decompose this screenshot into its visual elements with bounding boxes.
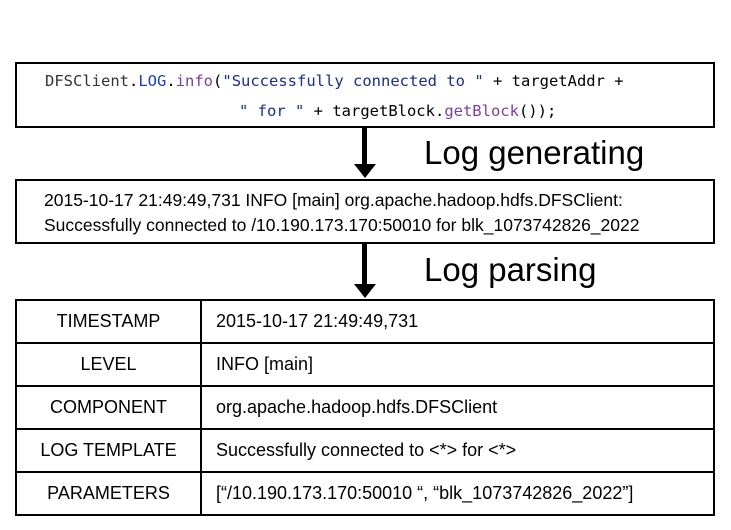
- code-mid: + targetBlock.: [304, 102, 445, 120]
- field-key: LOG TEMPLATE: [15, 428, 202, 473]
- code-line-2: " for " + targetBlock.getBlock());: [239, 102, 556, 120]
- table-row: TIMESTAMP 2015-10-17 21:49:49,731: [15, 299, 715, 344]
- field-key: COMPONENT: [15, 385, 202, 430]
- field-value: INFO [main]: [200, 342, 715, 387]
- code-dot: .: [129, 72, 139, 90]
- field-key: TIMESTAMP: [15, 299, 202, 344]
- table-row: LOG TEMPLATE Successfully connected to <…: [15, 428, 715, 473]
- field-key: PARAMETERS: [15, 471, 202, 516]
- log-line-2: Successfully connected to /10.190.173.17…: [44, 215, 640, 235]
- code-field: LOG: [138, 72, 167, 90]
- table-row: LEVEL INFO [main]: [15, 342, 715, 387]
- step-label-generating: Log generating: [424, 134, 645, 171]
- code-string: " for ": [239, 102, 305, 120]
- code-method: info: [175, 72, 214, 90]
- table-row: PARAMETERS [“/10.190.173.170:50010 “, “b…: [15, 471, 715, 516]
- code-paren: (: [213, 72, 223, 90]
- field-value: [“/10.190.173.170:50010 “, “blk_10737428…: [200, 471, 715, 516]
- field-value: Successfully connected to <*> for <*>: [200, 428, 715, 473]
- code-string: "Successfully connected to ": [222, 72, 484, 90]
- log-line-1: 2015-10-17 21:49:49,731 INFO [main] org.…: [44, 190, 623, 210]
- code-dot: .: [166, 72, 176, 90]
- code-end: ());: [518, 102, 557, 120]
- table-row: COMPONENT org.apache.hadoop.hdfs.DFSClie…: [15, 385, 715, 430]
- field-value: 2015-10-17 21:49:49,731: [200, 299, 715, 344]
- code-line-1: DFSClient.LOG.info("Successfully connect…: [45, 72, 624, 90]
- log-message-box: 2015-10-17 21:49:49,731 INFO [main] org.…: [15, 179, 715, 244]
- parsed-fields-table: TIMESTAMP 2015-10-17 21:49:49,731 LEVEL …: [15, 299, 715, 516]
- code-class-name: DFSClient: [45, 72, 129, 90]
- down-arrow-icon: [354, 244, 376, 300]
- code-method: getBlock: [444, 102, 519, 120]
- source-code-box: DFSClient.LOG.info("Successfully connect…: [15, 62, 715, 128]
- step-label-parsing: Log parsing: [424, 251, 597, 288]
- down-arrow-icon: [354, 128, 376, 180]
- field-key: LEVEL: [15, 342, 202, 387]
- field-value: org.apache.hadoop.hdfs.DFSClient: [200, 385, 715, 430]
- code-rest: + targetAddr +: [483, 72, 624, 90]
